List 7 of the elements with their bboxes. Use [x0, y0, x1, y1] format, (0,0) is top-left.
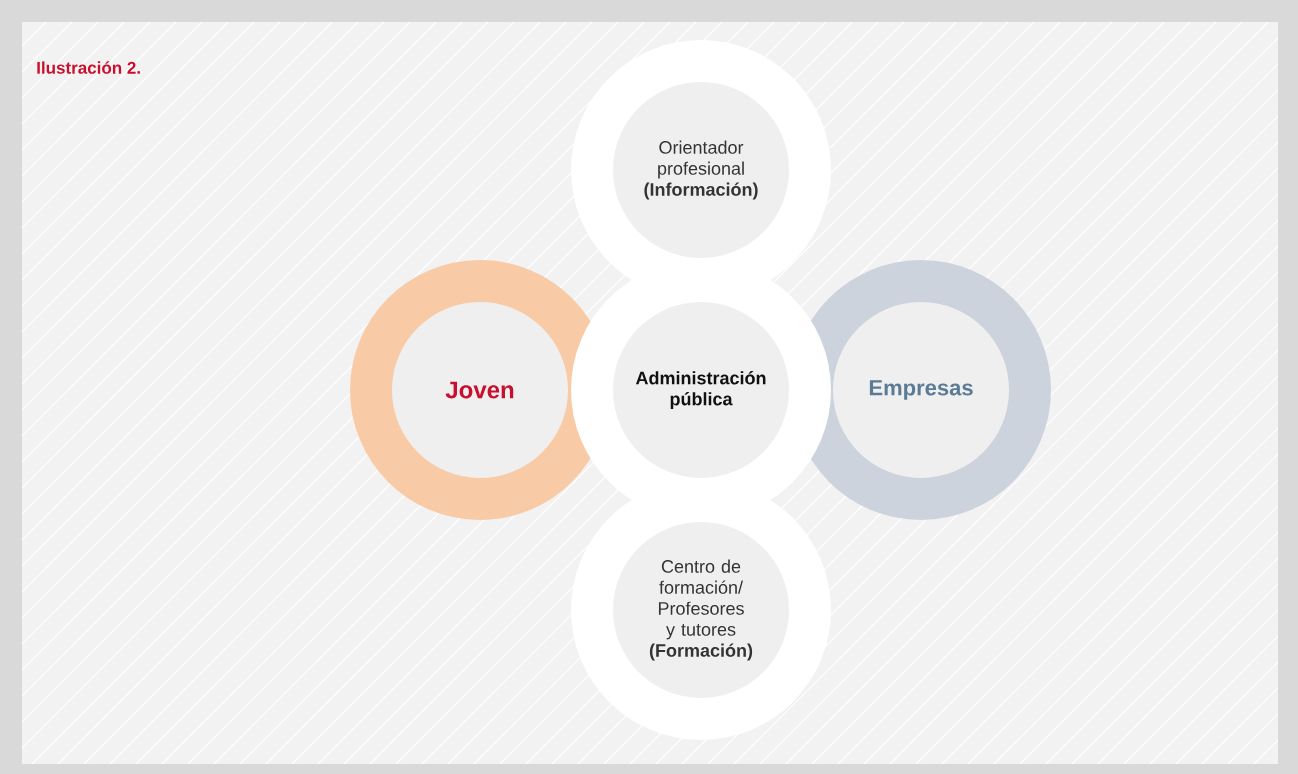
node-label: Joven [445, 381, 514, 399]
node-label: Empresas [869, 380, 973, 400]
node-label: Orientador profesional [658, 140, 744, 179]
figure-title: Ilustración 2. [37, 61, 140, 74]
node-label: Centro de formación/ Profesores y tutores [658, 559, 744, 640]
node-label: (Información) [644, 182, 758, 200]
node-label: (Formación) [649, 643, 753, 661]
